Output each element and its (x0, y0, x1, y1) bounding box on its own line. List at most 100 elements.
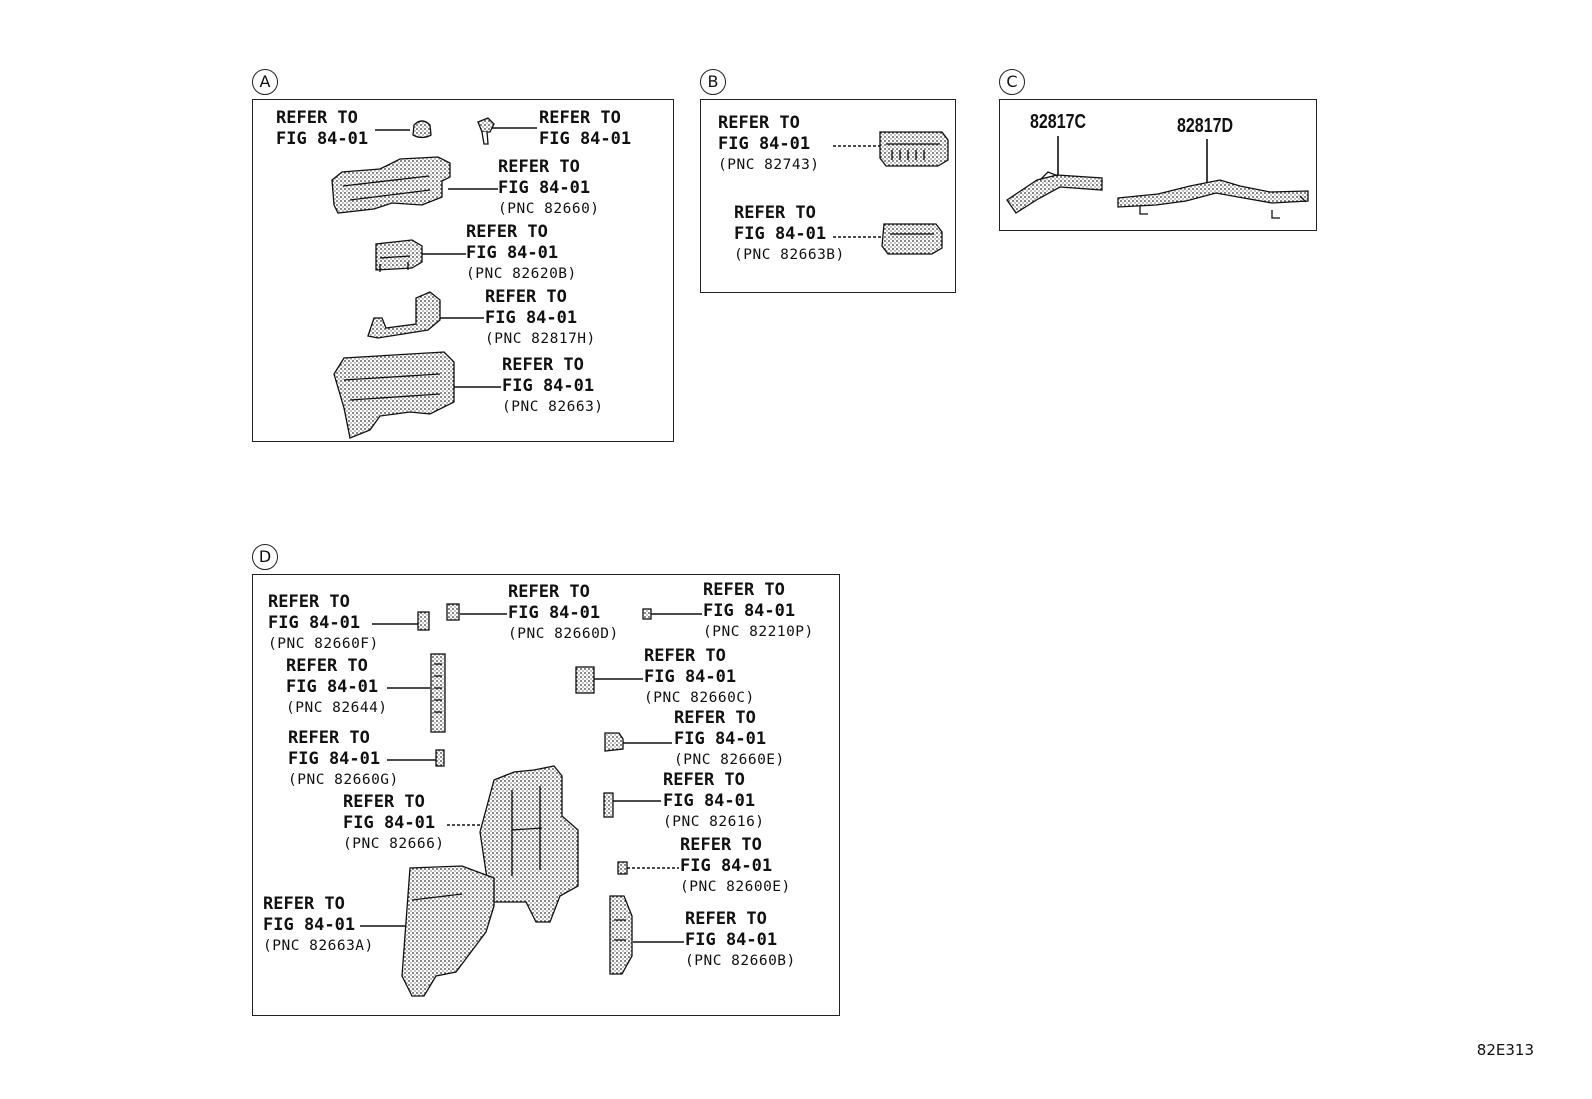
relay-holder-part-d9 (479, 765, 579, 923)
relay-part-d5 (575, 666, 595, 694)
callout-d9: REFER TO FIG 84-01 (PNC 82666) (343, 792, 445, 854)
relay-part-d6 (604, 732, 624, 752)
callout-pnc: (PNC 82663) (502, 399, 604, 415)
bracket-part-a5 (367, 291, 441, 339)
callout-d10: REFER TO FIG 84-01 (PNC 82600E) (680, 835, 791, 897)
connector-part-b1 (879, 131, 949, 167)
callout-pnc: (PNC 82663B) (734, 247, 845, 263)
callout-pnc: (PNC 82660G) (288, 772, 399, 788)
callout-line2: FIG 84-01 (276, 129, 369, 149)
callout-pnc: (PNC 82660) (498, 201, 600, 217)
callout-d12: REFER TO FIG 84-01 (PNC 82660B) (685, 909, 796, 971)
callout-pnc: (PNC 82660F) (268, 636, 379, 652)
fuse-part-d8 (603, 792, 614, 818)
callout-line2: FIG 84-01 (663, 791, 756, 811)
callout-pnc: (PNC 82616) (663, 814, 765, 830)
panel-d-label: D (252, 544, 278, 570)
callout-line2: FIG 84-01 (680, 856, 773, 876)
callout-d1: REFER TO FIG 84-01 (PNC 82660F) (268, 592, 379, 654)
panel-a-label: A (252, 69, 278, 95)
callout-pnc: (PNC 82660E) (674, 752, 785, 768)
callout-d11: REFER TO FIG 84-01 (PNC 82663A) (263, 894, 374, 956)
fuse-part-d7 (435, 749, 445, 767)
callout-line1: REFER TO (734, 203, 816, 223)
callout-pnc: (PNC 82660C) (644, 690, 755, 706)
callout-line2: FIG 84-01 (343, 813, 436, 833)
callout-line1: REFER TO (466, 222, 548, 242)
callout-line2: FIG 84-01 (466, 243, 559, 263)
relay-block-part-a3 (331, 156, 451, 214)
panel-b-frame (700, 99, 956, 293)
callout-line1: REFER TO (685, 909, 767, 929)
callout-line1: REFER TO (263, 894, 345, 914)
connector-strip-part-d12 (609, 895, 633, 975)
callout-line1: REFER TO (644, 646, 726, 666)
callout-line1: REFER TO (508, 582, 590, 602)
callout-a4: REFER TO FIG 84-01 (PNC 82620B) (466, 222, 577, 284)
wire-harness-82817c (1006, 171, 1103, 214)
callout-d7: REFER TO FIG 84-01 (PNC 82660G) (288, 728, 399, 790)
wire-harness-82817d (1117, 179, 1309, 219)
callout-line2: FIG 84-01 (288, 749, 381, 769)
callout-line2: FIG 84-01 (718, 134, 811, 154)
callout-line1: REFER TO (718, 113, 800, 133)
callout-line1: REFER TO (268, 592, 350, 612)
callout-pnc: (PNC 82663A) (263, 938, 374, 954)
callout-line1: REFER TO (674, 708, 756, 728)
fuse-block-part-d4 (430, 653, 446, 733)
callout-line2: FIG 84-01 (508, 603, 601, 623)
callout-line2: FIG 84-01 (286, 677, 379, 697)
callout-d5: REFER TO FIG 84-01 (PNC 82660C) (644, 646, 755, 708)
callout-line2: FIG 84-01 (539, 129, 632, 149)
callout-pnc: (PNC 82620B) (466, 266, 577, 282)
connector-part-a4 (375, 239, 423, 272)
callout-line1: REFER TO (288, 728, 370, 748)
callout-d2: REFER TO FIG 84-01 (PNC 82660D) (508, 582, 619, 644)
screw-part-a2 (477, 117, 495, 145)
callout-a1: REFER TO FIG 84-01 (276, 108, 368, 150)
callout-line2: FIG 84-01 (674, 729, 767, 749)
callout-pnc: (PNC 82210P) (703, 624, 814, 640)
callout-a3: REFER TO FIG 84-01 (PNC 82660) (498, 157, 600, 219)
callout-pnc: (PNC 82817H) (485, 331, 596, 347)
figure-id: 82E313 (1476, 1041, 1534, 1059)
callout-line2: FIG 84-01 (485, 308, 578, 328)
fuse-part-d1 (417, 611, 430, 631)
fuse-part-d3 (642, 608, 652, 620)
part-number-82817d: 82817D (1177, 115, 1234, 137)
callout-a6: REFER TO FIG 84-01 (PNC 82663) (502, 355, 604, 417)
lower-cover-part-d11 (401, 865, 495, 997)
callout-line1: REFER TO (485, 287, 567, 307)
callout-pnc: (PNC 82600E) (680, 879, 791, 895)
callout-line2: FIG 84-01 (263, 915, 356, 935)
callout-pnc: (PNC 82743) (718, 157, 820, 173)
clip-part-a1 (412, 120, 432, 139)
callout-d3: REFER TO FIG 84-01 (PNC 82210P) (703, 580, 814, 642)
fuse-box-cover-part-a6 (333, 351, 455, 439)
fuse-part-d2 (446, 603, 460, 621)
callout-pnc: (PNC 82644) (286, 700, 388, 716)
callout-line1: REFER TO (276, 108, 358, 128)
panel-b-label: B (700, 69, 726, 95)
callout-pnc: (PNC 82660D) (508, 626, 619, 642)
callout-a5: REFER TO FIG 84-01 (PNC 82817H) (485, 287, 596, 349)
callout-pnc: (PNC 82666) (343, 836, 445, 852)
fuse-part-d10 (617, 861, 628, 875)
callout-line2: FIG 84-01 (685, 930, 778, 950)
panel-c-label: C (999, 69, 1025, 95)
callout-d8: REFER TO FIG 84-01 (PNC 82616) (663, 770, 765, 832)
callout-line2: FIG 84-01 (703, 601, 796, 621)
callout-a2: REFER TO FIG 84-01 (539, 108, 631, 150)
callout-line1: REFER TO (539, 108, 621, 128)
panel-d-frame (252, 574, 840, 1016)
callout-line2: FIG 84-01 (734, 224, 827, 244)
callout-line2: FIG 84-01 (644, 667, 737, 687)
callout-line2: FIG 84-01 (502, 376, 595, 396)
callout-line1: REFER TO (703, 580, 785, 600)
callout-line1: REFER TO (343, 792, 425, 812)
panel-a-frame (252, 99, 674, 442)
callout-line1: REFER TO (680, 835, 762, 855)
callout-pnc: (PNC 82660B) (685, 953, 796, 969)
callout-line1: REFER TO (286, 656, 368, 676)
callout-line1: REFER TO (498, 157, 580, 177)
